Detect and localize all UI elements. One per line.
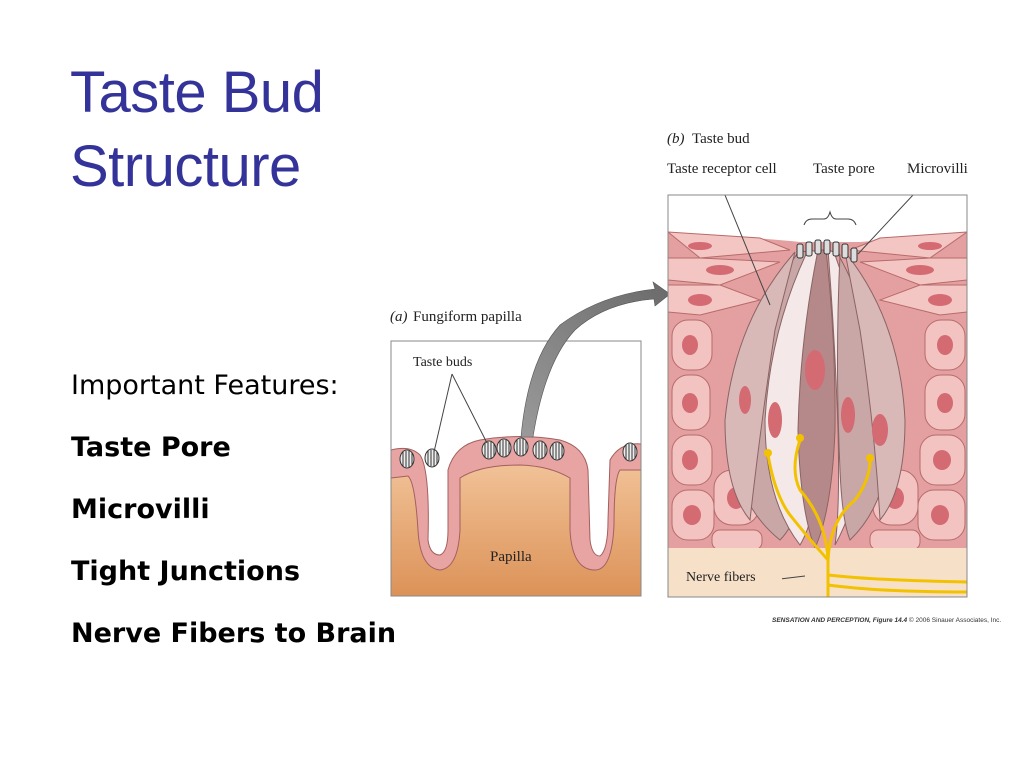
credit-figure: Figure 14.4 xyxy=(872,617,908,624)
features-intro: Important Features: xyxy=(71,370,339,401)
label-microvilli: Microvilli xyxy=(907,161,968,177)
features-list-block: Important Features: Taste Pore Microvill… xyxy=(71,366,396,676)
panel-b-letter: (b) xyxy=(667,131,685,147)
features-list: Taste Pore Microvilli Tight Junctions Ne… xyxy=(71,428,396,654)
slide-title-line-1: Taste Bud xyxy=(70,60,324,125)
label-nerve-fibers: Nerve fibers xyxy=(686,570,756,585)
feature-item-taste-pore: Taste Pore xyxy=(71,432,231,463)
credit-copyright: © 2006 Sinauer Associates, Inc. xyxy=(908,617,1002,624)
credit-source: SENSATION AND PERCEPTION, xyxy=(772,617,871,624)
panel-b-title: Taste bud xyxy=(692,131,750,147)
label-taste-buds: Taste buds xyxy=(413,355,472,370)
feature-item-nerve-fibers: Nerve Fibers to Brain xyxy=(71,618,397,649)
figure-credit: SENSATION AND PERCEPTION, Figure 14.4 © … xyxy=(772,617,1001,624)
panel-a-illustration xyxy=(390,340,642,597)
panel-a-title: Fungiform papilla xyxy=(413,309,522,325)
nerve-fibers-illustration xyxy=(766,438,967,597)
feature-item-tight-junctions: Tight Junctions xyxy=(71,556,301,587)
label-taste-receptor-cell: Taste receptor cell xyxy=(667,161,777,177)
zoom-arrow xyxy=(520,281,671,438)
panel-a-letter: (a) xyxy=(390,309,408,325)
slide-title: Taste Bud Structure xyxy=(70,56,324,204)
feature-item-microvilli: Microvilli xyxy=(71,494,210,525)
label-taste-pore: Taste pore xyxy=(813,161,875,177)
panel-a-taste-buds xyxy=(399,437,638,469)
slide-title-line-2: Structure xyxy=(70,134,301,199)
label-papilla: Papilla xyxy=(490,549,532,565)
panel-b-illustration xyxy=(667,194,968,598)
